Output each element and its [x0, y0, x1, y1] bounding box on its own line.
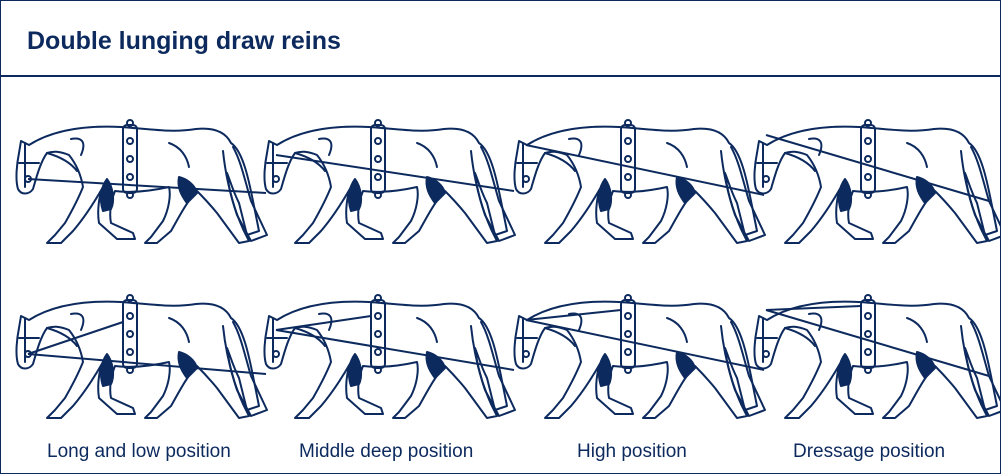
label-dressage: Dressage position: [793, 441, 946, 462]
rein-line: [525, 144, 765, 196]
rein-line: [275, 329, 515, 371]
horse-middle-deep-top: [263, 119, 516, 244]
rein-line: [275, 315, 372, 331]
rein-line: [765, 305, 862, 311]
header: Double lunging draw reins: [1, 1, 1000, 77]
rein-line: [525, 309, 622, 321]
label-middle-deep: Middle deep position: [299, 441, 474, 462]
horse-illustrations: [15, 119, 1000, 419]
diagram-title: Double lunging draw reins: [27, 27, 341, 55]
label-high: High position: [577, 441, 687, 462]
horse-high-bottom: [513, 294, 766, 419]
rein-line: [275, 154, 515, 192]
label-long-low: Long and low position: [47, 441, 231, 462]
rein-line: [27, 321, 124, 355]
rein-line: [765, 134, 990, 202]
horse-dressage-bottom: [753, 294, 1000, 419]
horse-long-low-top: [15, 119, 268, 244]
horse-dressage-top: [753, 119, 1000, 244]
rein-line: [525, 319, 765, 371]
rein-line: [27, 178, 267, 194]
horse-long-low-bottom: [15, 294, 268, 419]
rein-line: [765, 309, 990, 377]
rein-line: [27, 353, 267, 375]
horse-middle-deep-bottom: [263, 294, 516, 419]
horse-high-top: [513, 119, 766, 244]
